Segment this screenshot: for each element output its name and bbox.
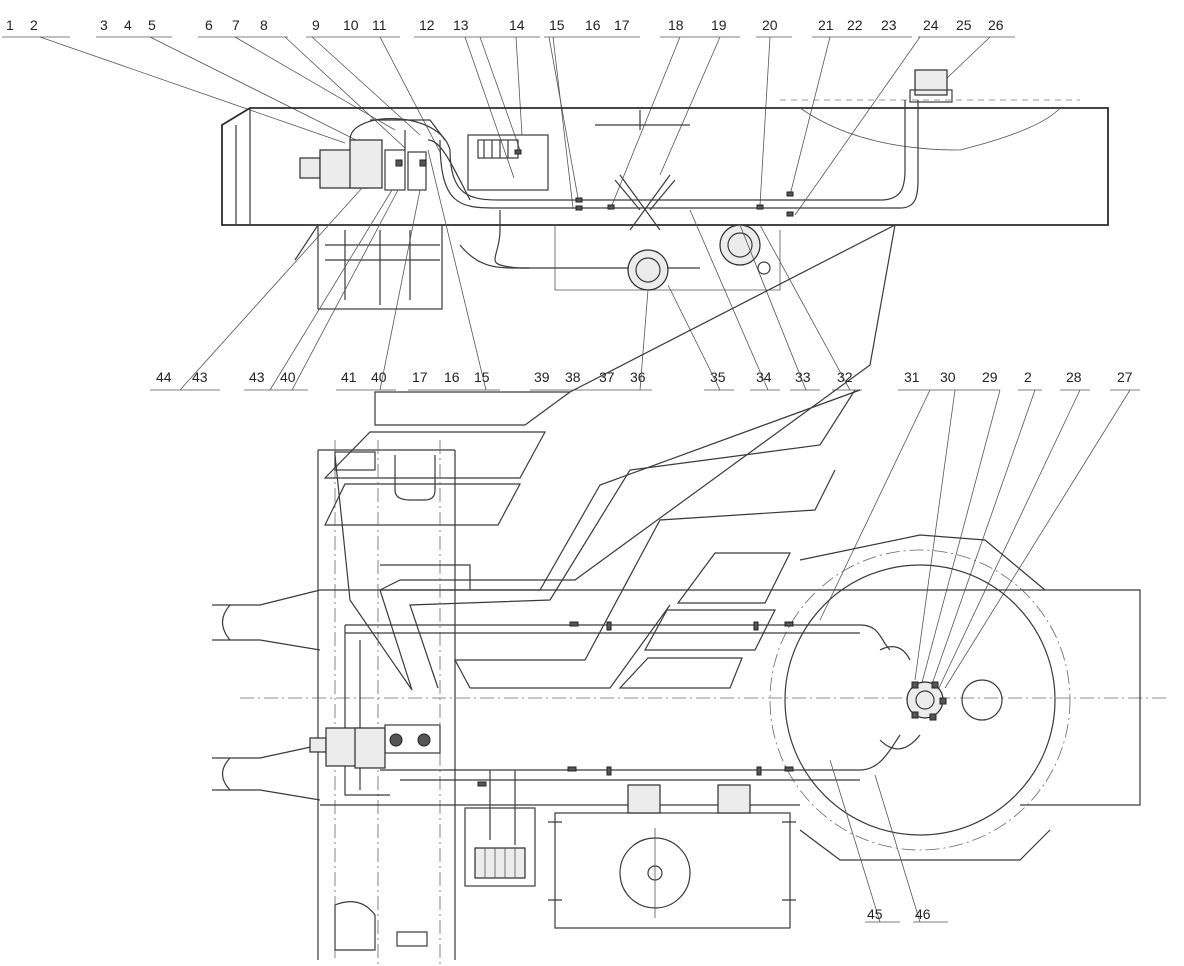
motor-shaft xyxy=(309,737,327,753)
left-pump xyxy=(325,727,359,767)
callout-46: 46 xyxy=(915,906,931,922)
callout-21: 21 xyxy=(818,17,834,33)
small-parallelograms xyxy=(618,552,791,689)
callout-23: 23 xyxy=(881,17,897,33)
middle-callout-labels: 44 43 43 40 41 40 17 16 15 39 38 37 36 3… xyxy=(156,369,1133,385)
diagonal-leader-bands xyxy=(323,224,896,691)
top-right-unit xyxy=(914,69,948,96)
callout-10: 10 xyxy=(343,17,359,33)
top-callout-labels: 1 2 3 4 5 6 7 8 9 10 11 12 13 14 15 16 1… xyxy=(6,17,1004,33)
callout-20: 20 xyxy=(762,17,778,33)
callout-38: 38 xyxy=(565,369,581,385)
callout-17b: 17 xyxy=(412,369,428,385)
callout-3: 3 xyxy=(100,17,108,33)
callout-29: 29 xyxy=(982,369,998,385)
callout-39: 39 xyxy=(534,369,550,385)
callout-9: 9 xyxy=(312,17,320,33)
callout-40b: 40 xyxy=(371,369,387,385)
callout-26: 26 xyxy=(988,17,1004,33)
callout-4: 4 xyxy=(124,17,132,33)
pump-head xyxy=(349,139,383,189)
callout-14: 14 xyxy=(509,17,525,33)
callout-16: 16 xyxy=(585,17,601,33)
callout-17: 17 xyxy=(614,17,630,33)
callout-45: 45 xyxy=(867,906,883,922)
callout-12: 12 xyxy=(419,17,435,33)
callout-43b: 43 xyxy=(249,369,265,385)
callout-18: 18 xyxy=(668,17,684,33)
top-leader-lines xyxy=(39,36,991,216)
callout-24: 24 xyxy=(923,17,939,33)
callout-25: 25 xyxy=(956,17,972,33)
bottom-leader-lines xyxy=(829,759,948,923)
callout-2b: 2 xyxy=(1024,369,1032,385)
callout-44: 44 xyxy=(156,369,172,385)
callout-41: 41 xyxy=(341,369,357,385)
callout-37: 37 xyxy=(599,369,615,385)
motor-end xyxy=(299,157,321,179)
callout-8: 8 xyxy=(260,17,268,33)
callout-34: 34 xyxy=(756,369,772,385)
callout-43a: 43 xyxy=(192,369,208,385)
callout-11: 11 xyxy=(372,17,387,33)
callout-31: 31 xyxy=(904,369,920,385)
middle-leader-lines-up xyxy=(179,149,851,391)
callout-30: 30 xyxy=(940,369,956,385)
bottom-plan-view xyxy=(212,440,1170,966)
motor-35 xyxy=(627,249,669,291)
callout-1: 1 xyxy=(6,17,14,33)
callout-36: 36 xyxy=(630,369,646,385)
middle-leader-lines-right xyxy=(819,389,1131,691)
callout-5: 5 xyxy=(148,17,156,33)
callout-22: 22 xyxy=(847,17,863,33)
bottom-callout-labels: 45 46 xyxy=(867,906,931,922)
callout-40a: 40 xyxy=(280,369,296,385)
callout-7: 7 xyxy=(232,17,240,33)
callout-2: 2 xyxy=(30,17,38,33)
callout-13: 13 xyxy=(453,17,469,33)
callout-28: 28 xyxy=(1066,369,1082,385)
motor-tank-right xyxy=(717,784,751,814)
callout-27: 27 xyxy=(1117,369,1133,385)
valve-bank xyxy=(474,847,526,879)
motor-tank-left xyxy=(627,784,661,814)
callout-6: 6 xyxy=(205,17,213,33)
callout-15: 15 xyxy=(549,17,565,33)
top-side-view xyxy=(221,69,1109,310)
callout-15b: 15 xyxy=(474,369,490,385)
callout-16b: 16 xyxy=(444,369,460,385)
callout-19: 19 xyxy=(711,17,727,33)
left-pump-head xyxy=(354,727,386,769)
callout-35: 35 xyxy=(710,369,726,385)
